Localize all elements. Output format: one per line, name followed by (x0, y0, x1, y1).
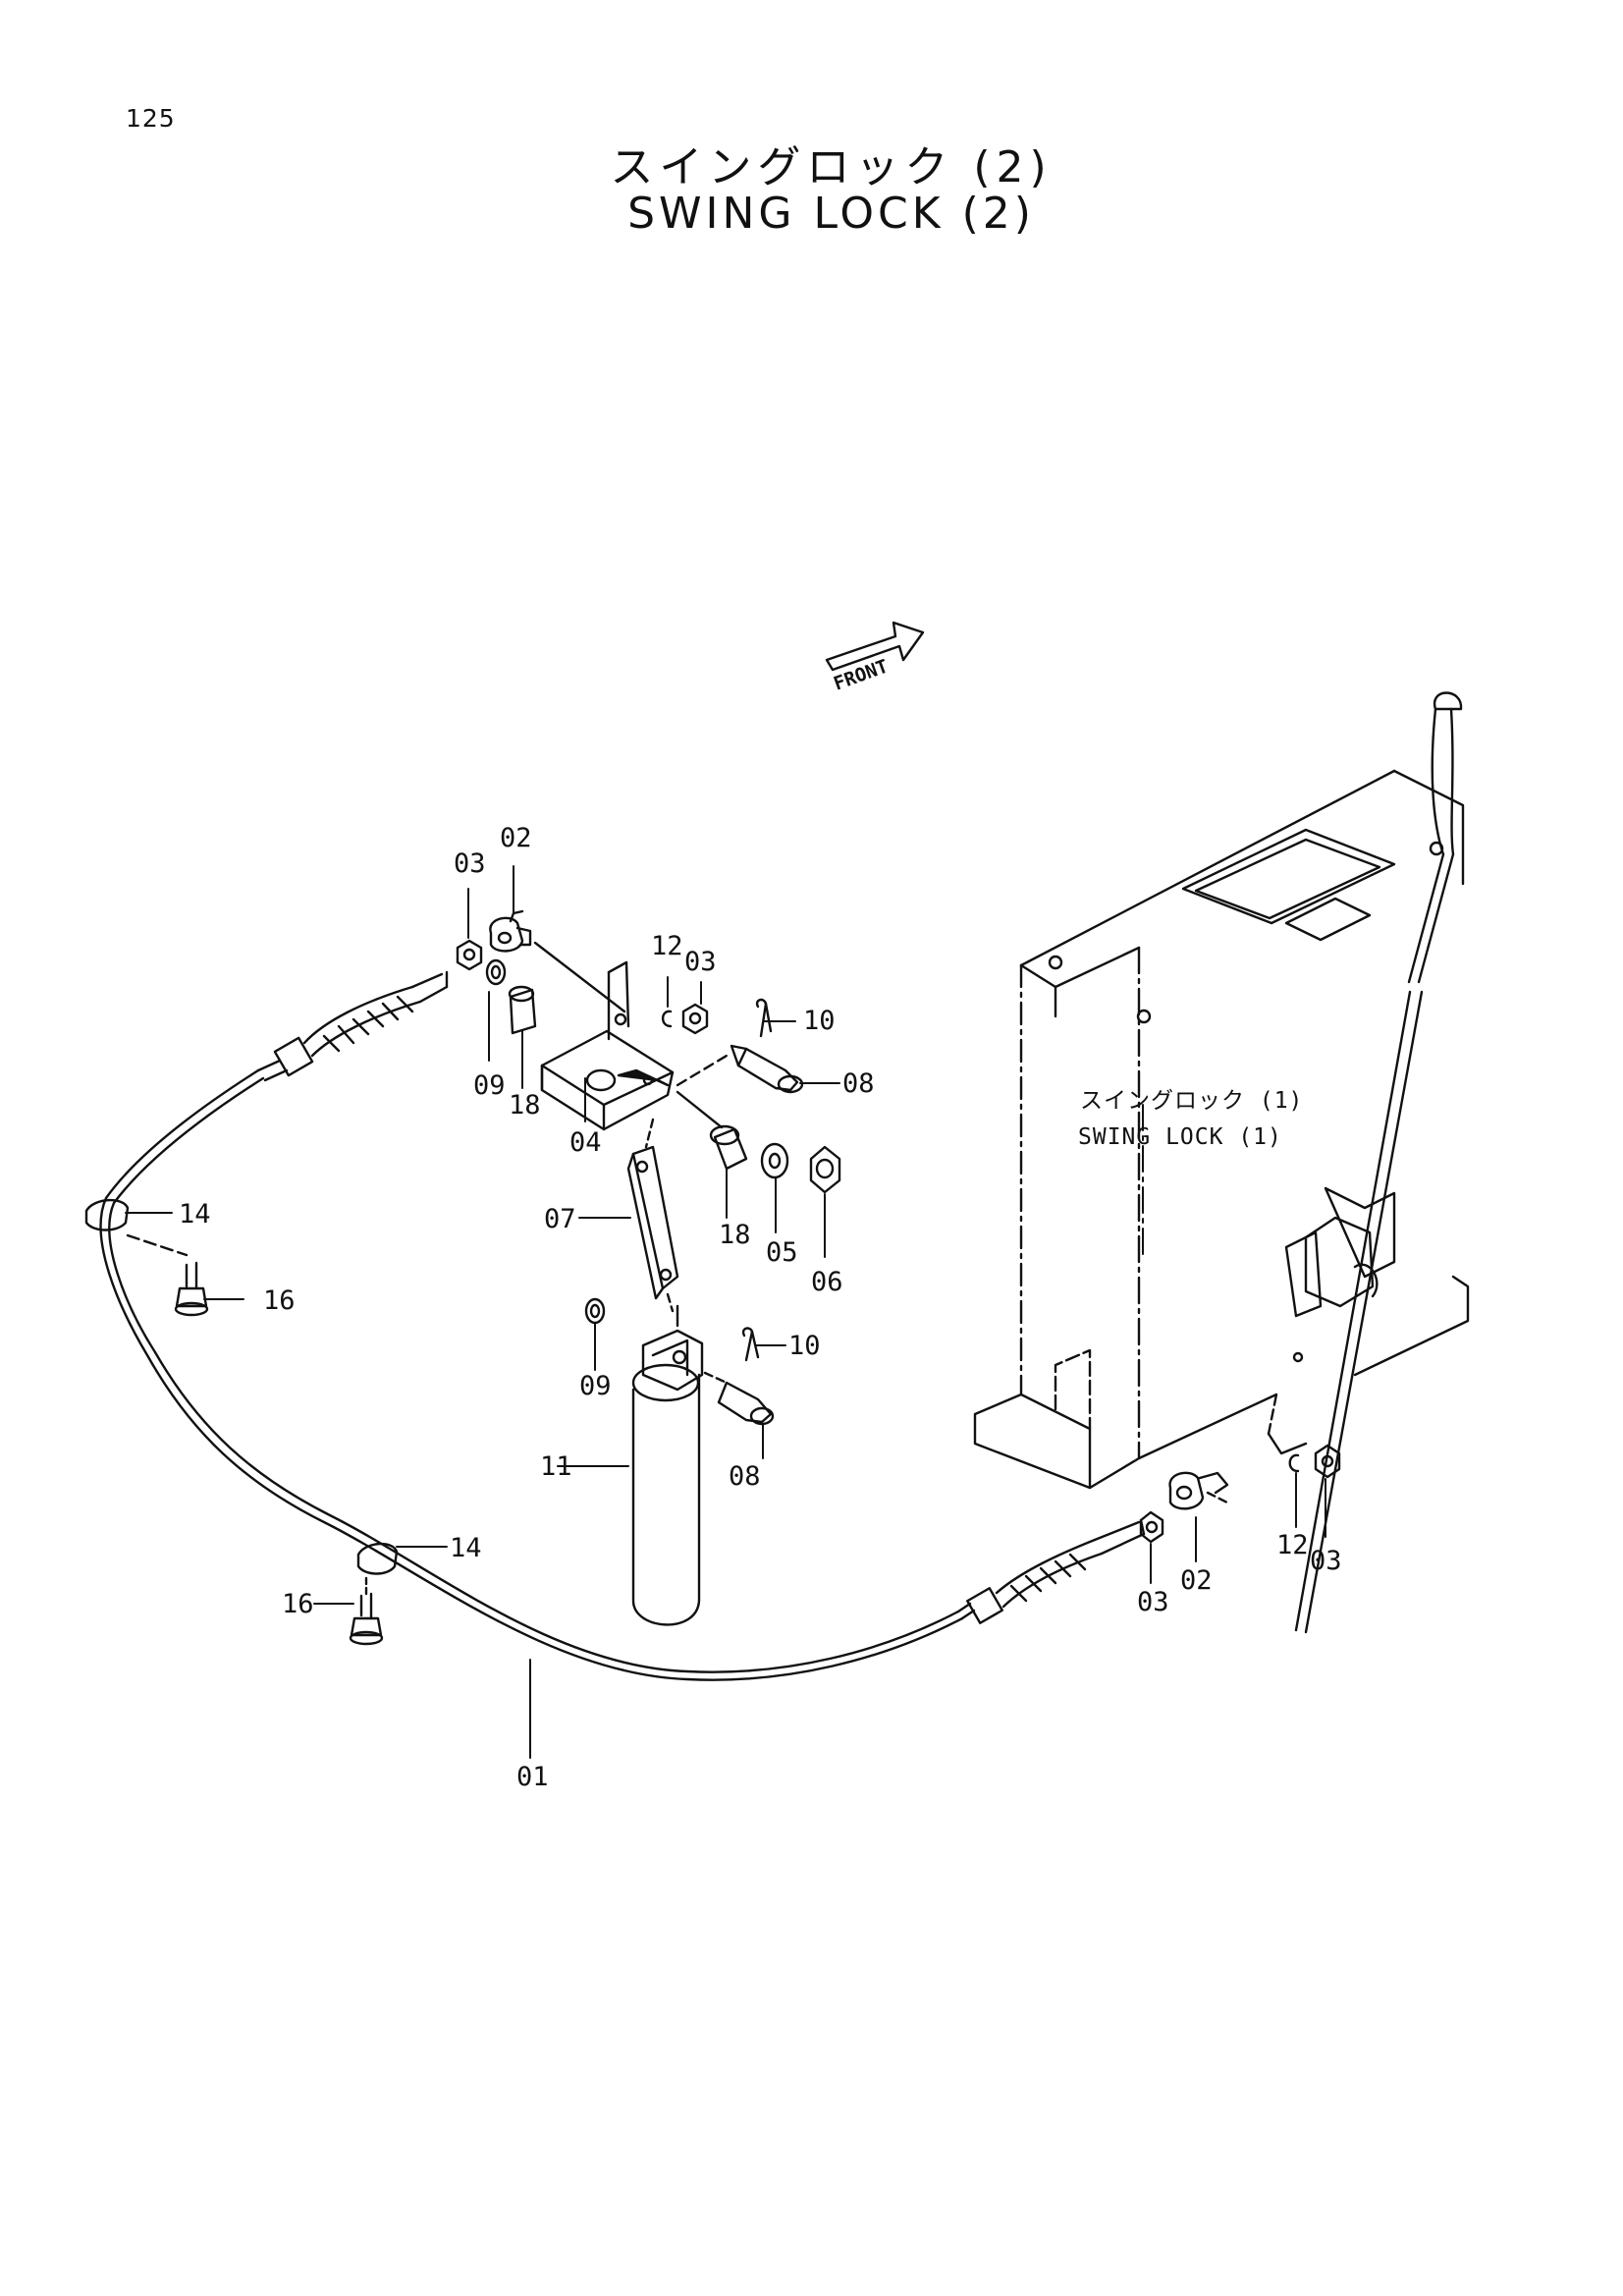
callout-11: 11 (540, 1451, 572, 1482)
callout-02: 02 (500, 823, 532, 853)
leader-lines (125, 865, 1326, 1759)
callout-18: 18 (509, 1090, 541, 1121)
ball-joint-02-lower (1168, 1471, 1229, 1510)
callout-12: 12 (651, 931, 683, 961)
callout-18: 18 (719, 1220, 751, 1250)
callout-14: 14 (179, 1199, 211, 1230)
control-console (973, 769, 1470, 1490)
callout-08: 08 (729, 1461, 761, 1492)
link-plate-07 (626, 1118, 679, 1313)
cylinder-11 (631, 1304, 704, 1626)
page-number: 125 (126, 104, 176, 133)
callout-03: 03 (454, 848, 486, 879)
callout-08: 08 (842, 1068, 875, 1099)
callout-14: 14 (450, 1533, 482, 1563)
callout-12: 12 (1276, 1530, 1309, 1560)
callout-05: 05 (766, 1237, 798, 1268)
washer-09-lower (584, 1297, 606, 1325)
callout-10: 10 (788, 1331, 821, 1361)
nut-06 (809, 1145, 841, 1194)
callout-16: 16 (263, 1285, 296, 1316)
callout-03: 03 (1137, 1587, 1169, 1617)
callout-labels: 03 02 12 03 10 09 18 08 04 18 05 06 14 0… (179, 823, 1342, 1792)
callout-01: 01 (516, 1762, 549, 1792)
callout-07: 07 (544, 1204, 576, 1234)
callout-16: 16 (282, 1589, 314, 1619)
clamp-14-lower (356, 1542, 399, 1598)
washer-05 (760, 1142, 789, 1179)
pin-08-upper (676, 1044, 804, 1094)
bushing-18-upper (508, 985, 537, 1035)
callout-03: 03 (1310, 1546, 1342, 1576)
callout-03: 03 (684, 947, 717, 977)
reference-label-english: SWING LOCK (1) (1078, 1124, 1282, 1150)
callout-09: 09 (473, 1070, 506, 1101)
ball-joint-02-upper (489, 909, 532, 953)
washer-09-upper (485, 958, 507, 986)
title-japanese: スイングロック (2) (610, 142, 1053, 192)
front-arrow: FRONT (825, 621, 925, 695)
cotter-pin-10-upper (755, 998, 773, 1038)
snap-ring-12-lower (1288, 1453, 1300, 1473)
cross-reference-label: スイングロック (1) SWING LOCK (1) (1078, 1088, 1303, 1150)
pin-08-lower (703, 1371, 775, 1426)
callout-06: 06 (811, 1267, 843, 1297)
lever-bracket-04 (533, 941, 675, 1131)
snap-ring-12-upper (661, 1010, 673, 1028)
callout-04: 04 (569, 1127, 602, 1158)
bolt-16-lower (349, 1592, 384, 1646)
cotter-pin-10-lower (741, 1327, 760, 1362)
nut-03-upper-middle (681, 1003, 709, 1035)
reference-label-japanese: スイングロック (1) (1080, 1088, 1303, 1114)
callout-09: 09 (579, 1371, 612, 1401)
front-arrow-label: FRONT (831, 655, 891, 694)
title-english: SWING LOCK (2) (627, 189, 1035, 239)
bushing-18-lower (676, 1090, 748, 1171)
nut-03-lower-right (1314, 1444, 1341, 1479)
clamp-14-upper (84, 1198, 189, 1257)
callout-02: 02 (1180, 1565, 1213, 1596)
nut-03-upper-left (456, 939, 483, 971)
callout-10: 10 (803, 1006, 836, 1036)
bolt-16-upper (174, 1261, 209, 1317)
nut-03-lower-left (1139, 1510, 1164, 1544)
control-cable (99, 970, 1146, 1681)
